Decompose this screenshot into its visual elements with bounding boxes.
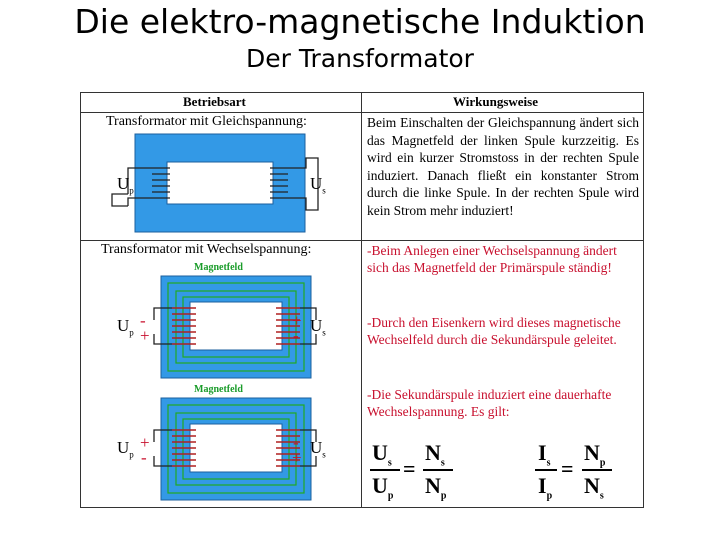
primary-coil (172, 307, 196, 345)
formula1-num-right: Ns (425, 440, 445, 469)
secondary-coil (276, 429, 300, 467)
formula2-den-right: Ns (584, 473, 604, 502)
formula2-bar-right (582, 469, 612, 471)
field-label-top: Magnetfeld (194, 262, 243, 273)
secondary-leads (300, 429, 317, 467)
table-header-divider (80, 112, 644, 113)
row2b-plus-right: + (292, 448, 302, 467)
slide-subtitle: Der Transformator (246, 44, 474, 73)
table-column-divider (361, 92, 362, 508)
dc-transformer-diagram (111, 133, 319, 233)
row2-para1: -Beim Anlegen einer Wechselspannung ände… (367, 243, 617, 275)
formula2-den-left: Ip (538, 473, 553, 502)
formula1-num-left: Us (372, 440, 392, 469)
primary-coil (127, 167, 170, 206)
ac-transformer-diagram-top (153, 275, 317, 379)
row2a-us-label: Us (310, 316, 326, 338)
row2b-minus-right: - (293, 433, 299, 452)
row2b-minus-left: - (141, 448, 147, 467)
row1-description: Beim Einschalten der Gleichspannung ände… (367, 115, 639, 218)
formula1-den-left: Up (372, 473, 394, 502)
row2-para2: -Durch den Eisenkern wird dieses magneti… (367, 315, 621, 347)
primary-leads (153, 307, 172, 345)
secondary-coil (270, 157, 319, 211)
row2a-plus-right: + (292, 311, 302, 330)
secondary-leads (300, 307, 317, 345)
table-row-divider (80, 240, 644, 241)
row2b-us-label: Us (310, 438, 326, 460)
formula1-equals: = (403, 456, 416, 481)
row1-label: Transformator mit Gleichspannung: (106, 114, 307, 129)
row2a-up-label: Up (117, 316, 134, 338)
core-window (189, 423, 283, 473)
magnetic-field-lines (167, 404, 305, 494)
formula1-bar-right (423, 469, 453, 471)
magnetic-field-lines (167, 282, 305, 372)
field-label-bottom: Magnetfeld (194, 384, 243, 395)
row2b-plus-left: + (140, 433, 150, 452)
core-window (189, 301, 283, 351)
row2a-minus-left: - (140, 311, 146, 330)
header-betriebsart: Betriebsart (183, 94, 246, 109)
header-wirkungsweise: Wirkungsweise (453, 94, 538, 109)
formula1-den-right: Np (425, 473, 447, 502)
formula2-num-left: Is (538, 440, 551, 469)
formula2-num-right: Np (584, 440, 606, 469)
primary-leads (153, 429, 172, 467)
row2-label: Transformator mit Wechselspannung: (101, 242, 312, 257)
row2a-minus-right: - (293, 326, 299, 345)
formula2-bar-left (535, 469, 557, 471)
core-window (166, 161, 274, 205)
formula2-equals: = (561, 456, 574, 481)
row2b-up-label: Up (117, 438, 134, 460)
slide-title: Die elektro-magnetische Induktion (74, 2, 646, 41)
row2-para3: -Die Sekundärspule induziert eine dauerh… (367, 387, 612, 419)
ac-transformer-diagram-bottom (153, 397, 317, 501)
row1-us-label: Us (310, 174, 326, 196)
secondary-coil (276, 307, 300, 345)
primary-lead (111, 193, 128, 207)
row1-up-label: Up (117, 174, 134, 196)
row2a-plus-left: + (140, 326, 150, 345)
primary-coil (172, 429, 196, 467)
formula1-bar-left (370, 469, 400, 471)
